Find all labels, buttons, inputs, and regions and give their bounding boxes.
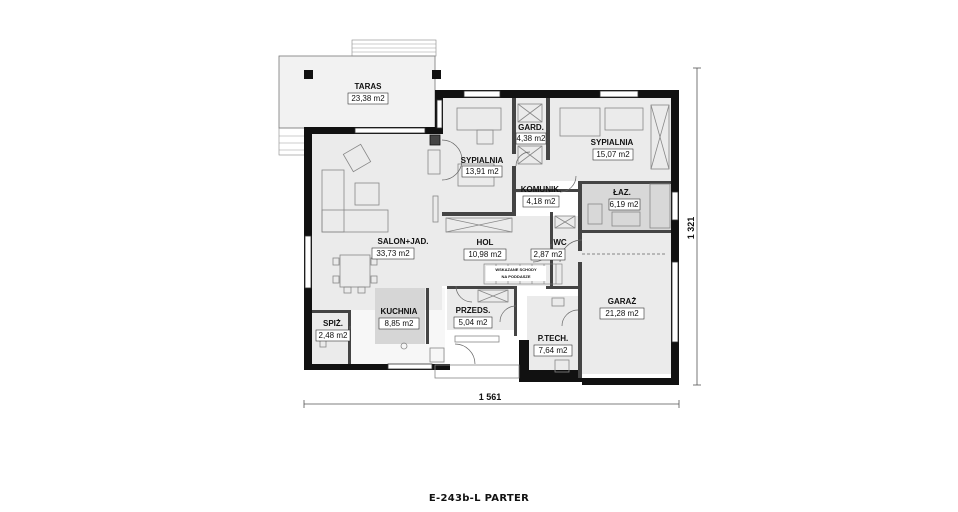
door-swings (335, 139, 666, 365)
room-area-taras: 23,38 m2 (351, 94, 385, 103)
windows (304, 90, 679, 379)
room-name-laz: ŁAZ. (613, 188, 631, 197)
room-name-gard: GARD. (518, 123, 544, 132)
room-name-hol: HOL (477, 238, 494, 247)
room-area-laz: 6,19 m2 (610, 200, 639, 209)
room-area-przeds: 5,04 m2 (459, 318, 488, 327)
room-name-przeds: PRZEDS. (456, 306, 491, 315)
interior-floor (312, 98, 671, 374)
label-boxes (315, 92, 645, 357)
furniture (319, 103, 671, 373)
room-area-ptech: 7,64 m2 (539, 346, 568, 355)
room-name-spiz: SPIŻ. (323, 319, 343, 328)
room-name-sypialnia-2: SYPIALNIA (591, 138, 634, 147)
room-name-salon: SALON+JAD. (378, 237, 429, 246)
room-area-hol: 10,98 m2 (468, 250, 502, 259)
dimension-width-label: 1 561 (479, 392, 502, 402)
room-area-garaz: 21,28 m2 (605, 309, 639, 318)
stairs-note: WSKAZANE SCHODY NA PODDASZE (486, 266, 546, 281)
room-area-sypialnia-1: 13,91 m2 (465, 167, 499, 176)
room-area-kuchnia: 8,85 m2 (385, 319, 414, 328)
plan-caption: E-243b-L PARTER (428, 493, 530, 504)
room-name-garaz: GARAŻ (608, 297, 637, 306)
dimension-height: 1 321 (686, 67, 701, 386)
dimension-height-label: 1 321 (686, 217, 696, 240)
room-name-taras: TARAS (355, 82, 383, 91)
room-area-sypialnia-2: 15,07 m2 (596, 150, 630, 159)
room-name-wc: WC (553, 238, 567, 247)
room-area-spiz: 2,48 m2 (319, 331, 348, 340)
room-area-wc: 2,87 m2 (534, 250, 563, 259)
dimension-width: 1 561 (303, 392, 680, 408)
room-area-komunik: 4,18 m2 (527, 197, 556, 206)
room-name-ptech: P.TECH. (538, 334, 569, 343)
room-area-salon: 33,73 m2 (376, 249, 410, 258)
room-name-komunik: KOMUNIK. (521, 185, 561, 194)
room-name-sypialnia-1: SYPIALNIA (461, 156, 504, 165)
stairs-note-line1: WSKAZANE SCHODY (495, 267, 537, 272)
stairs-note-line2: NA PODDASZE (502, 274, 531, 279)
room-area-gard: 4,38 m2 (517, 134, 546, 143)
room-name-kuchnia: KUCHNIA (381, 307, 418, 316)
room-labels: TARAS 23,38 m2 SALON+JAD. 33,73 m2 SYPIA… (319, 82, 640, 355)
terrace (278, 39, 441, 156)
